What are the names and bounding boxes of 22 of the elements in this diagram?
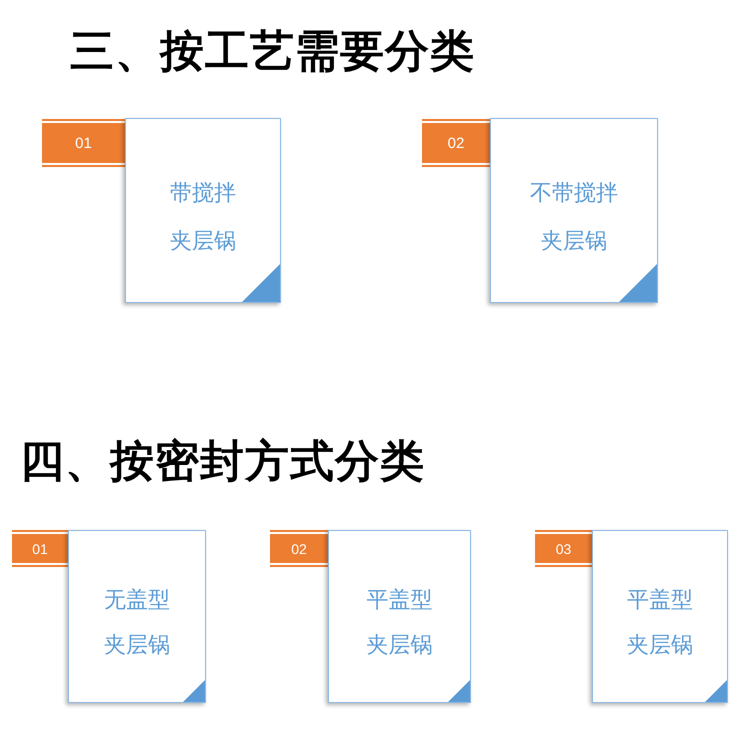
- category-card: [328, 530, 471, 703]
- category-card: [490, 118, 658, 303]
- card-text: 平盖型: [627, 588, 693, 614]
- card-text: 夹层锅: [627, 633, 693, 659]
- category-card: [68, 530, 206, 703]
- section-heading: 三、按工艺需要分类: [70, 26, 475, 78]
- card-text: 不带搅拌: [530, 181, 618, 207]
- section-heading: 四、按密封方式分类: [20, 436, 425, 488]
- card-text: 平盖型: [366, 588, 432, 614]
- number-tab: 01: [12, 530, 68, 567]
- card-text: 夹层锅: [170, 229, 236, 255]
- card-text: 夹层锅: [104, 633, 170, 659]
- card-text: 夹层锅: [541, 229, 607, 255]
- card-text: 带搅拌: [170, 181, 236, 207]
- number-tab: 01: [42, 119, 125, 167]
- number-tab: 02: [270, 530, 328, 567]
- category-card: [592, 530, 728, 703]
- card-text: 无盖型: [104, 588, 170, 614]
- number-tab: 02: [422, 119, 490, 167]
- card-text: 夹层锅: [366, 633, 432, 659]
- category-card: [125, 118, 281, 303]
- number-tab: 03: [535, 530, 592, 567]
